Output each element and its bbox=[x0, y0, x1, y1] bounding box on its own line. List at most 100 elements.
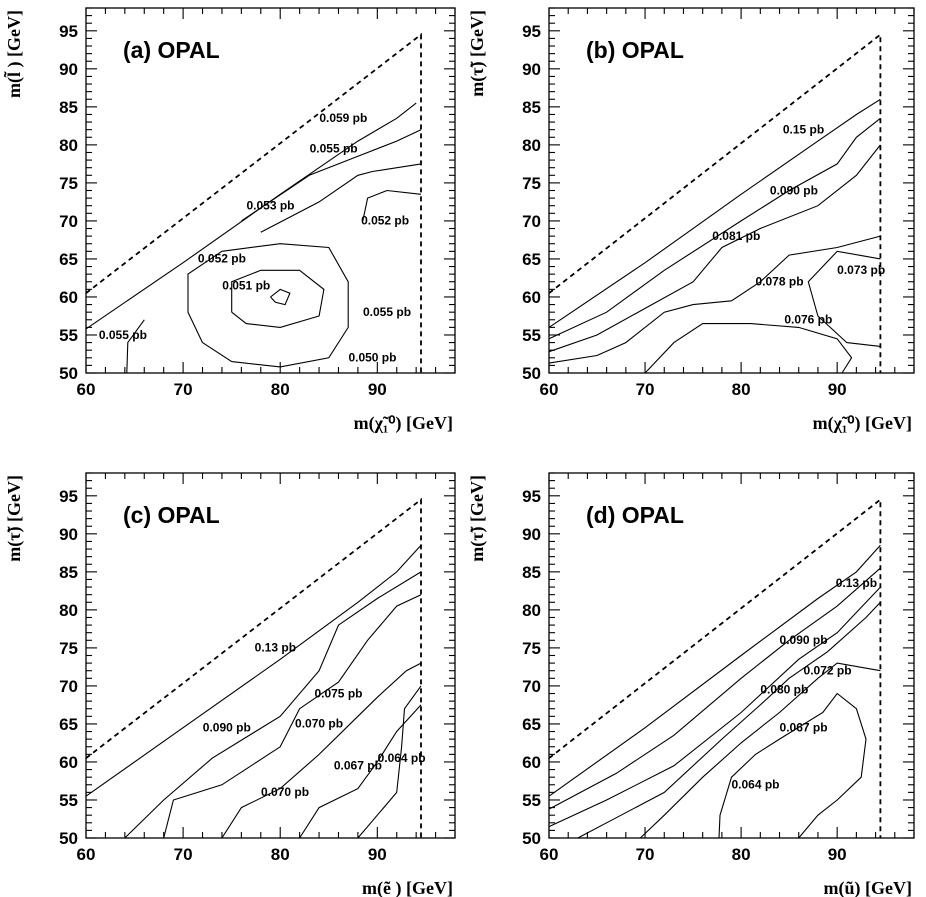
x-tick-label: 90 bbox=[828, 845, 847, 864]
contour-line bbox=[163, 594, 422, 839]
contour-label: 0.076 pb bbox=[784, 313, 832, 327]
y-tick-label: 60 bbox=[59, 288, 78, 307]
contour-label: 0.067 pb bbox=[334, 759, 382, 773]
contour-label: 0.070 pb bbox=[295, 717, 343, 731]
y-tick-label: 65 bbox=[522, 715, 541, 734]
contour-line bbox=[357, 685, 422, 839]
contour-label: 0.051 pb bbox=[222, 278, 270, 292]
contour-label: 0.050 pb bbox=[348, 351, 396, 365]
x-tick-label: 80 bbox=[732, 380, 751, 399]
y-tick-label: 60 bbox=[522, 753, 541, 772]
x-tick-label: 60 bbox=[77, 380, 96, 399]
contour-label: 0.052 pb bbox=[198, 252, 246, 266]
x-tick-label: 60 bbox=[77, 845, 96, 864]
y-tick-label: 65 bbox=[59, 715, 78, 734]
contour-line bbox=[548, 544, 881, 797]
y-tick-label: 85 bbox=[522, 563, 541, 582]
contour-label: 0.067 pb bbox=[780, 721, 828, 735]
x-axis-title: m(χ̃₁⁰) [GeV] bbox=[354, 413, 453, 434]
contour-line bbox=[241, 129, 422, 222]
y-tick-label: 95 bbox=[59, 487, 78, 506]
contour-label: 0.073 pb bbox=[837, 263, 885, 277]
y-tick-label: 70 bbox=[59, 677, 78, 696]
y-tick-label: 80 bbox=[522, 136, 541, 155]
x-tick-label: 60 bbox=[540, 845, 559, 864]
y-tick-label: 75 bbox=[59, 639, 78, 658]
y-tick-label: 65 bbox=[522, 250, 541, 269]
x-tick-label: 70 bbox=[636, 380, 655, 399]
y-tick-label: 75 bbox=[59, 174, 78, 193]
y-tick-label: 85 bbox=[59, 98, 78, 117]
contour-line bbox=[548, 567, 881, 810]
kinematic-limit-line bbox=[85, 32, 422, 373]
y-tick-label: 90 bbox=[59, 525, 78, 544]
contour-line bbox=[807, 250, 881, 347]
x-tick-label: 90 bbox=[368, 380, 387, 399]
y-tick-label: 50 bbox=[59, 364, 78, 383]
y-tick-label: 90 bbox=[522, 525, 541, 544]
kinematic-limit-line bbox=[85, 497, 422, 838]
x-tick-label: 80 bbox=[271, 380, 290, 399]
x-tick-label: 90 bbox=[828, 380, 847, 399]
contour-label: 0.055 pb bbox=[363, 305, 411, 319]
contour-label: 0.055 pb bbox=[99, 328, 147, 342]
panel-title: (b) OPAL bbox=[586, 37, 684, 63]
x-tick-label: 80 bbox=[271, 845, 290, 864]
y-axis-title: m(τ̃) [GeV] bbox=[467, 475, 488, 562]
contour-line bbox=[231, 269, 325, 328]
contour-label: 0.090 pb bbox=[203, 721, 251, 735]
contour-line bbox=[260, 163, 422, 233]
contour-label: 0.090 pb bbox=[780, 633, 828, 647]
contour-line bbox=[126, 319, 145, 374]
contour-line bbox=[85, 102, 417, 330]
y-tick-label: 55 bbox=[522, 791, 541, 810]
contour-line bbox=[548, 144, 881, 353]
contour-label: 0.078 pb bbox=[756, 275, 804, 289]
y-tick-label: 55 bbox=[59, 326, 78, 345]
y-axis-title: m(τ̃) [GeV] bbox=[4, 475, 25, 562]
contour-label: 0.080 pb bbox=[760, 683, 808, 697]
contour-line bbox=[718, 692, 867, 839]
contour-line bbox=[124, 571, 422, 839]
contour-line bbox=[221, 662, 422, 839]
y-tick-label: 90 bbox=[59, 60, 78, 79]
contour-label: 0.064 pb bbox=[731, 778, 779, 792]
contour-label: 0.081 pb bbox=[712, 229, 760, 243]
contour-line bbox=[548, 586, 881, 828]
x-tick-label: 70 bbox=[174, 380, 193, 399]
contour-line bbox=[577, 601, 881, 839]
panel-title: (a) OPAL bbox=[123, 37, 220, 63]
y-axis-title: m(τ̃) [GeV] bbox=[467, 10, 488, 97]
contour-label: 0.053 pb bbox=[246, 199, 294, 213]
contour-label: 0.15 pb bbox=[783, 122, 824, 136]
contour-label: 0.075 pb bbox=[314, 686, 362, 700]
contour-line bbox=[548, 235, 881, 364]
x-tick-label: 70 bbox=[174, 845, 193, 864]
y-tick-label: 60 bbox=[59, 753, 78, 772]
contour-line bbox=[85, 544, 422, 797]
y-tick-label: 70 bbox=[522, 677, 541, 696]
x-tick-label: 80 bbox=[732, 845, 751, 864]
y-tick-label: 50 bbox=[59, 829, 78, 848]
contour-label: 0.055 pb bbox=[310, 141, 358, 155]
y-tick-label: 95 bbox=[522, 487, 541, 506]
y-tick-label: 85 bbox=[522, 98, 541, 117]
contour-line bbox=[548, 98, 881, 328]
y-tick-label: 65 bbox=[59, 250, 78, 269]
contour-line bbox=[187, 243, 349, 368]
y-tick-label: 55 bbox=[522, 326, 541, 345]
panel-title: (c) OPAL bbox=[123, 502, 220, 528]
contour-line bbox=[362, 189, 422, 222]
y-tick-label: 80 bbox=[59, 136, 78, 155]
y-tick-label: 70 bbox=[59, 212, 78, 231]
y-tick-label: 75 bbox=[522, 639, 541, 658]
contour-line bbox=[548, 117, 881, 340]
y-tick-label: 95 bbox=[59, 22, 78, 41]
contour-label: 0.072 pb bbox=[804, 664, 852, 678]
contour-label: 0.064 pb bbox=[378, 751, 426, 765]
contour-line bbox=[270, 288, 291, 306]
x-axis-title: m(ũ) [GeV] bbox=[824, 878, 912, 897]
